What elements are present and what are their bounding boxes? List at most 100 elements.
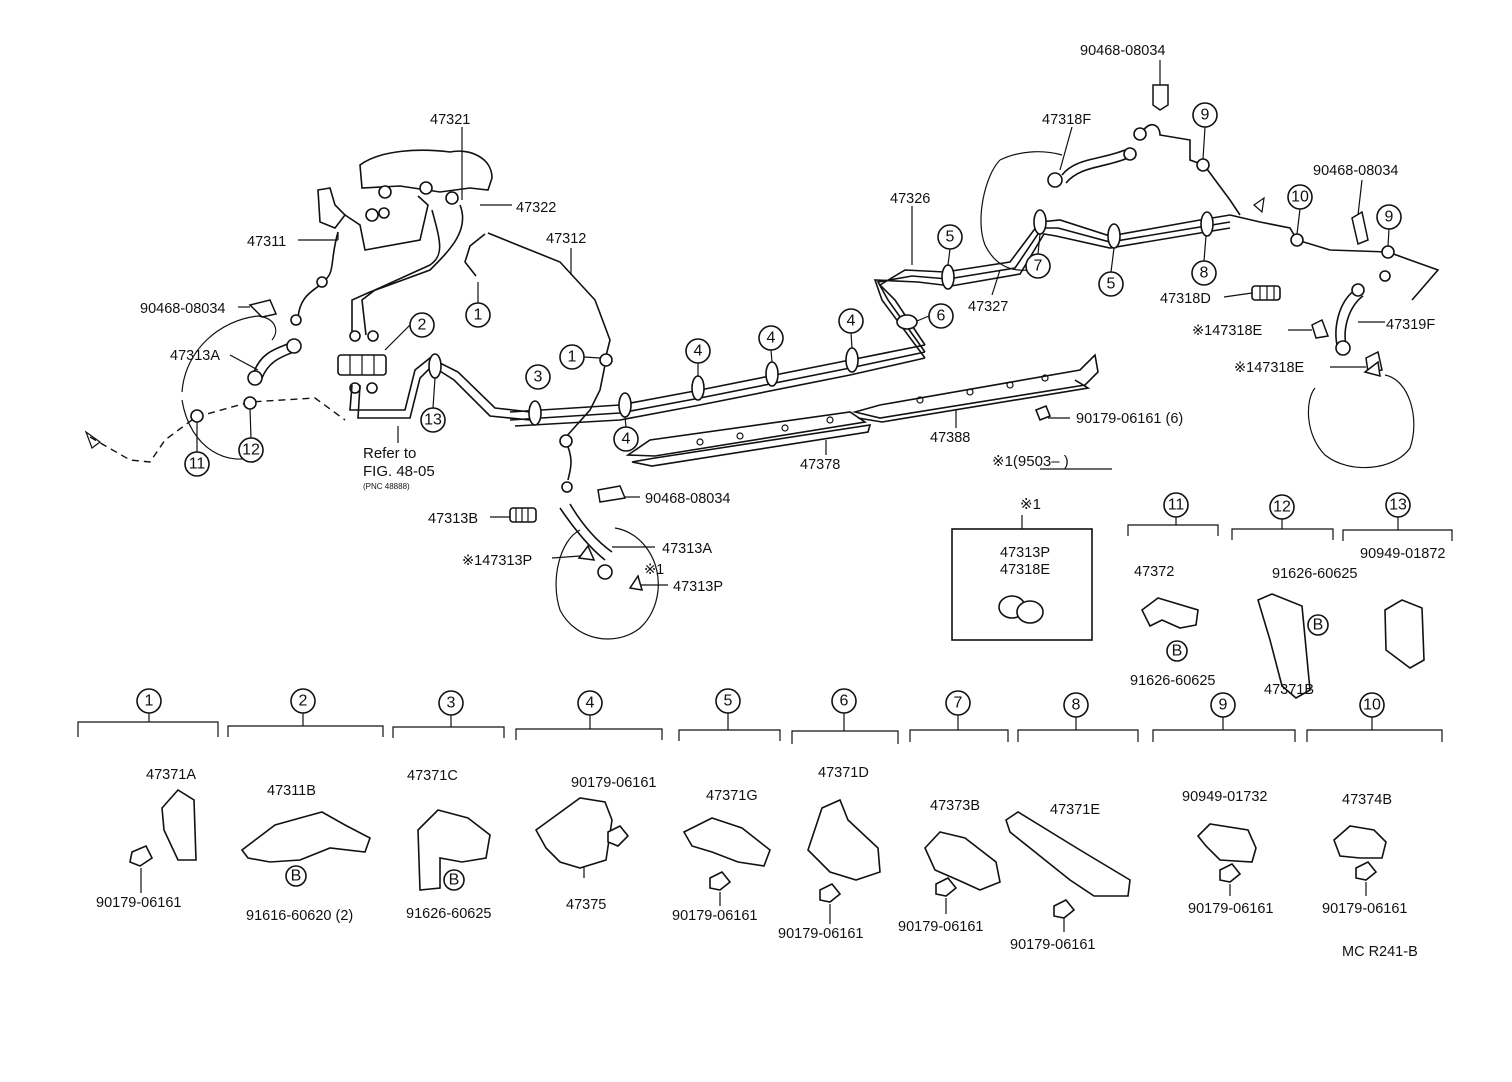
bottom-8-number: 8: [1072, 697, 1081, 714]
bottom-6-part: 47371D: [818, 765, 869, 781]
star1-note: ※1(9503– ): [992, 453, 1069, 470]
bottom-group-1: 1 47371A 90179-06161: [77, 688, 219, 911]
label-90468-c: 90468-08034: [1080, 43, 1165, 59]
bottom-group-5: 5 47371G 90179-06161: [672, 688, 781, 924]
marker-9a: 9: [1201, 107, 1210, 124]
leader-lines: [229, 60, 1385, 586]
bottom-2-bolt-marker: B: [291, 868, 302, 885]
label-47312: 47312: [546, 231, 586, 247]
marker-1a: 1: [474, 307, 483, 324]
group-12-bolt: 91626-60625: [1272, 566, 1357, 582]
clamp-47371D-icon: [807, 798, 881, 881]
group-13-number: 13: [1389, 497, 1407, 514]
marker-7: 7: [1034, 258, 1043, 275]
nut-icon-6: [819, 882, 842, 903]
bracket-47371B-icon: [1257, 593, 1311, 699]
clamp-47374B-icon: [1333, 825, 1387, 859]
bottom-10-nut: 90179-06161: [1322, 901, 1407, 917]
nut-icon: [129, 844, 154, 867]
label-47388: 47388: [930, 430, 970, 446]
star1-box-title: ※1: [1020, 496, 1041, 513]
bottom-3-bolt-marker: B: [449, 872, 460, 889]
bottom-9-number: 9: [1219, 697, 1228, 714]
marker-6: 6: [937, 308, 946, 325]
bottom-1-number: 1: [145, 693, 154, 710]
label-90468-d: 90468-08034: [1313, 163, 1398, 179]
bottom-4-part: 47375: [566, 897, 606, 913]
label-90468-a: 90468-08034: [140, 301, 225, 317]
label-47326: 47326: [890, 191, 930, 207]
bottom-group-3: 3 47371C B 91626-60625: [392, 690, 505, 922]
bottom-6-number: 6: [840, 693, 849, 710]
clamp-90949-01872-icon: [1384, 599, 1425, 669]
label-47321: 47321: [430, 112, 470, 128]
label-47313A-left: 47313A: [170, 348, 220, 364]
marker-5a: 5: [946, 229, 955, 246]
group-12-part: 47371B: [1264, 682, 1314, 698]
marker-5b: 5: [1107, 276, 1116, 293]
bottom-6-nut: 90179-06161: [778, 926, 863, 942]
bottom-group-2: 2 47311B B 91616-60620 (2): [227, 688, 384, 924]
marker-3: 3: [534, 369, 543, 386]
label-47318D: 47318D: [1160, 291, 1211, 307]
marker-10: 10: [1291, 189, 1309, 206]
rear-brake-lines: [980, 84, 1440, 469]
label-refer-pnc: (PNC 48888): [363, 482, 410, 491]
union-47311B-icon: [240, 811, 371, 863]
marker-13: 13: [424, 412, 442, 429]
label-90468-b: 90468-08034: [645, 491, 730, 507]
heat-insulators: [625, 353, 1099, 467]
label-147318E-1: ※147318E: [1192, 323, 1263, 339]
label-47319F: 47319F: [1386, 317, 1435, 333]
marker-4c: 4: [767, 330, 776, 347]
bottom-3-bolt: 91626-60625: [406, 906, 491, 922]
clamp-47371G-icon: [682, 817, 771, 867]
marker-12: 12: [242, 442, 260, 459]
marker-4a: 4: [622, 431, 631, 448]
nut-icon-9: [1219, 862, 1242, 883]
label-47322: 47322: [516, 200, 556, 216]
bottom-group-4: 4 90179-06161 47375: [515, 690, 663, 913]
bottom-group-10: 10 47374B 90179-06161: [1306, 692, 1443, 917]
clamp-47371A-icon: [161, 788, 197, 861]
bracket-47371E-icon: [1005, 811, 1131, 897]
bottom-7-number: 7: [954, 695, 963, 712]
clamp-90949-01732-icon: [1196, 823, 1257, 863]
label-47313P-mid: 47313P: [673, 579, 723, 595]
bottom-5-nut: 90179-06161: [672, 908, 757, 924]
star1-box-line2: 47318E: [1000, 562, 1050, 578]
o-ring-icon-2: [1016, 600, 1044, 624]
nut-icon-4: [607, 824, 630, 847]
star1-box-line1: 47313P: [1000, 545, 1050, 561]
bottom-4-number: 4: [586, 695, 595, 712]
nut-icon-8: [1053, 898, 1076, 919]
bottom-2-number: 2: [299, 693, 308, 710]
label-47313B: 47313B: [428, 511, 478, 527]
bottom-8-nut: 90179-06161: [1010, 937, 1095, 953]
bottom-3-number: 3: [447, 695, 456, 712]
frame-brake-lines: [509, 209, 1231, 580]
marker-8: 8: [1200, 265, 1209, 282]
group-13-part: 90949-01872: [1360, 546, 1445, 562]
group-12-bolt-marker: B: [1313, 617, 1324, 634]
label-147318E-2: ※147318E: [1234, 360, 1305, 376]
index-markers-top: 1 1 2 3 4 4 4 4 5 5 6 7 8 9 9 10 11 12 1…: [184, 102, 1402, 477]
label-refer-fig: FIG. 48-05: [363, 463, 435, 480]
bottom-group-6: 6 47371D 90179-06161: [778, 688, 899, 942]
clamp-47371C-icon: [417, 809, 491, 891]
group-11: 11 47372 B 91626-60625: [1127, 492, 1219, 689]
bottom-2-bolt: 91616-60620 (2): [246, 908, 353, 924]
label-refer-to: Refer to: [363, 445, 416, 462]
clamp-47373B-icon: [924, 831, 1001, 891]
group-11-bolt-marker: B: [1172, 643, 1183, 660]
group-11-part: 47372: [1134, 564, 1174, 580]
bottom-5-number: 5: [724, 693, 733, 710]
nut-icon-10: [1355, 860, 1378, 881]
marker-4d: 4: [847, 313, 856, 330]
label-star1-mid: ※1: [644, 562, 664, 578]
group-11-number: 11: [1168, 497, 1185, 514]
bottom-5-part: 47371G: [706, 788, 758, 804]
bottom-group-9: 9 90949-01732 90179-06161: [1152, 692, 1296, 917]
clip-47313P-mid: [628, 574, 644, 591]
